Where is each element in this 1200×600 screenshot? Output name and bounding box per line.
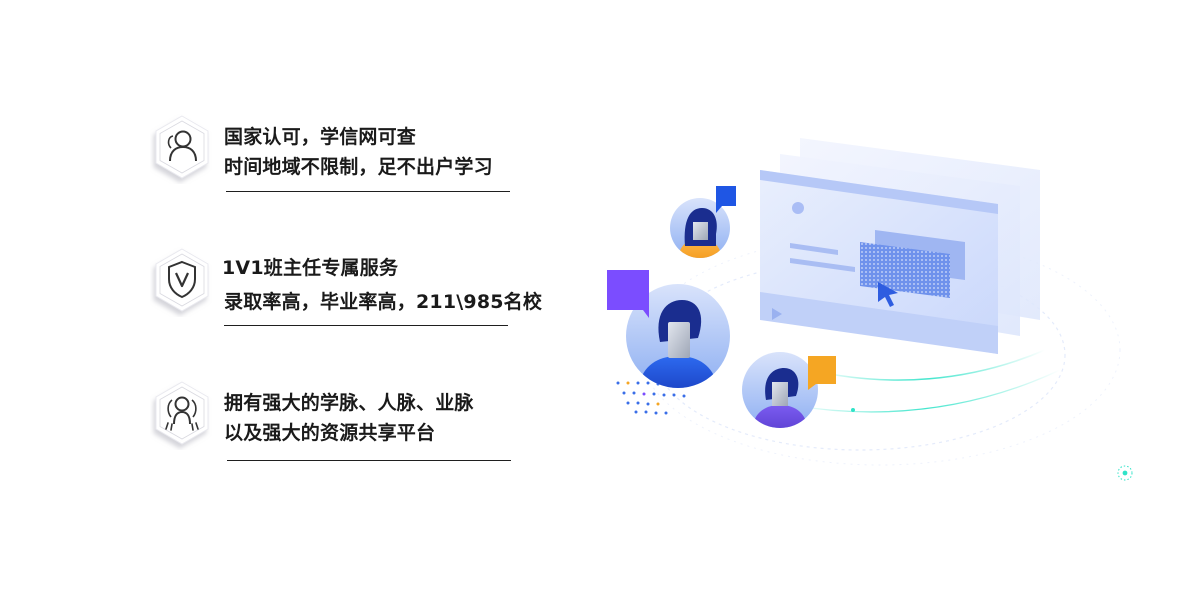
divider: [224, 325, 508, 326]
divider: [227, 460, 511, 461]
feature-item-network: 拥有强大的学脉、人脉、业脉 以及强大的资源共享平台: [150, 378, 560, 473]
user-icon: [150, 112, 214, 184]
feature-title: 1V1班主任专属服务: [222, 257, 399, 279]
feature-item-recognition: 国家认可，学信网可查 时间地域不限制，足不出户学习: [150, 112, 560, 207]
feature-title: 国家认可，学信网可查: [224, 126, 417, 148]
shield-v-icon: [150, 245, 214, 317]
feature-subtitle: 以及强大的资源共享平台: [224, 422, 436, 444]
feature-subtitle: 时间地域不限制，足不出户学习: [224, 156, 493, 178]
online-learning-illustration: [590, 120, 1150, 500]
divider: [226, 191, 510, 192]
network-icon: [150, 378, 214, 450]
feature-subtitle: 录取率高，毕业率高，211\985名校: [224, 291, 543, 313]
feature-title: 拥有强大的学脉、人脉、业脉: [224, 392, 474, 414]
feature-item-service: 1V1班主任专属服务 录取率高，毕业率高，211\985名校: [150, 245, 560, 340]
